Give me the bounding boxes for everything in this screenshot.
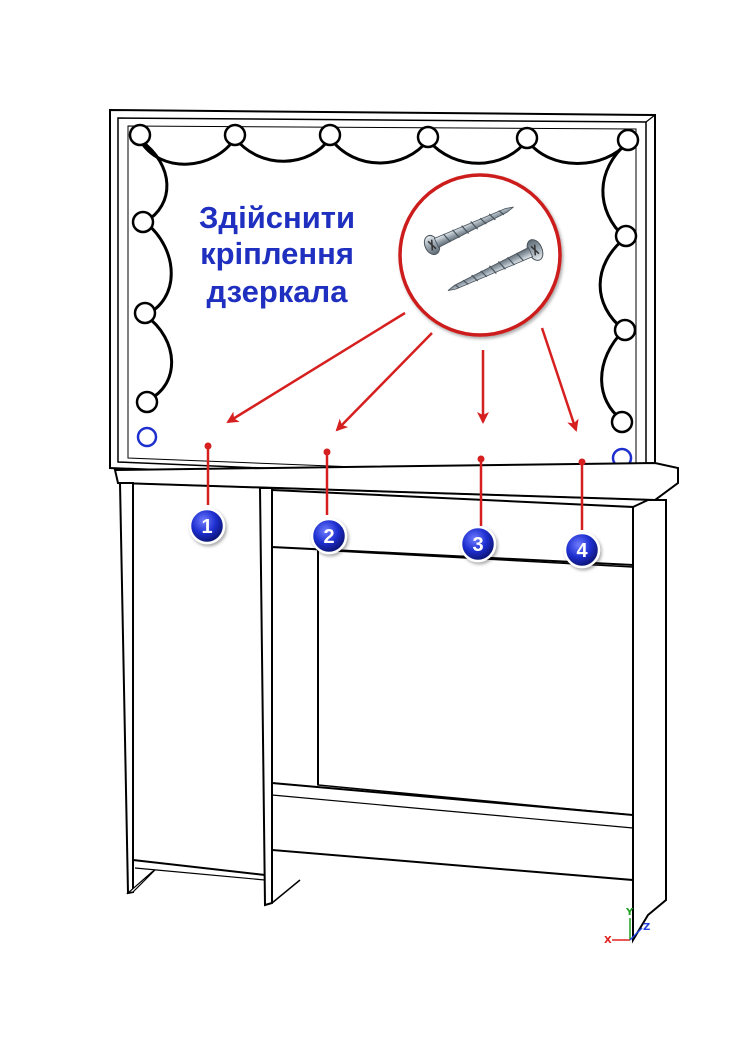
screws-callout xyxy=(398,173,562,337)
arrow-to-point-1 xyxy=(226,311,406,424)
fastening-point-4 xyxy=(578,458,586,530)
screws-icon xyxy=(423,206,544,291)
arrow-to-point-2 xyxy=(335,332,433,432)
callout-ring xyxy=(398,173,562,337)
bulb xyxy=(613,318,637,342)
instruction-line-3: дзеркала xyxy=(207,274,349,309)
axis-triad: X Y Z xyxy=(604,907,650,946)
bulb xyxy=(614,224,638,248)
bulb xyxy=(131,210,155,234)
bulb xyxy=(223,123,247,147)
number-badges: 1 2 3 4 xyxy=(188,507,601,569)
marker-badge-3: 3 xyxy=(459,525,497,563)
marker-number-1: 1 xyxy=(201,516,212,538)
arrow-to-point-4 xyxy=(540,327,579,432)
bulb xyxy=(135,390,159,414)
bulb xyxy=(136,426,158,448)
marker-number-4: 4 xyxy=(576,540,588,562)
mirror-panel xyxy=(109,108,656,492)
marker-badge-2: 2 xyxy=(310,517,348,555)
axis-y-label: Y xyxy=(625,907,634,918)
vanity-table xyxy=(113,461,679,944)
mirror-bulbs xyxy=(128,123,640,469)
fastening-point-2 xyxy=(323,448,331,515)
instruction-text: Здійснити кріплення дзеркала xyxy=(199,200,355,309)
axis-x-label: X xyxy=(604,935,612,946)
callout-arrows xyxy=(226,311,579,432)
bulb xyxy=(128,123,152,147)
bulb xyxy=(416,125,440,149)
bulb xyxy=(616,128,640,152)
bulb xyxy=(515,126,539,150)
mirror-garland xyxy=(138,137,630,422)
fastening-point-3 xyxy=(477,455,485,526)
bulb xyxy=(133,301,157,325)
axis-z-label: Z xyxy=(643,922,650,933)
marker-number-2: 2 xyxy=(323,526,334,548)
marker-badge-4: 4 xyxy=(563,531,601,569)
bulb xyxy=(318,123,342,147)
bulb xyxy=(610,410,634,434)
fastening-points xyxy=(204,442,586,530)
marker-number-3: 3 xyxy=(472,534,483,556)
marker-badge-1: 1 xyxy=(188,507,226,545)
instruction-line-2: кріплення xyxy=(200,236,354,271)
fastening-point-1 xyxy=(204,442,212,505)
instruction-line-1: Здійснити xyxy=(199,200,355,235)
